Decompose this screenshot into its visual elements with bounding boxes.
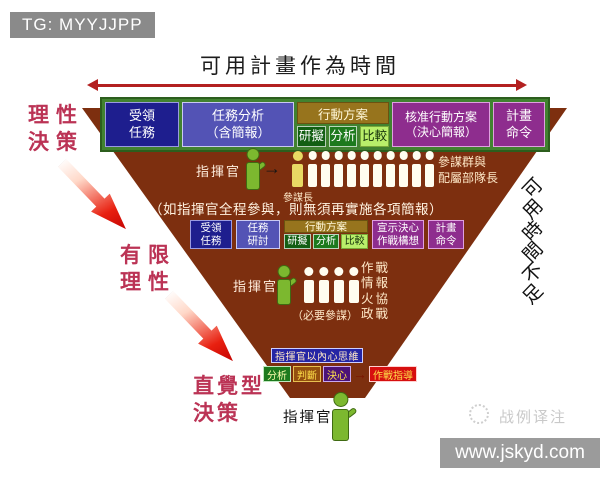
staff-figure bbox=[318, 267, 330, 303]
arrow-right-icon: → bbox=[353, 366, 367, 382]
box-inner-thinking: 指揮官以內心思維 bbox=[271, 348, 363, 363]
process-row-constrained: 受領 任務 任務 研討 行動方案 研擬 分析 比較 宣示決心 作戰構想 計畫 命… bbox=[190, 220, 464, 249]
tg-watermark: TG: MYYJJPP bbox=[10, 12, 155, 38]
staff-types-label: 作戰 情報 火協 政戰 bbox=[361, 261, 391, 321]
box-declare-decision: 宣示決心 作戰構想 bbox=[372, 220, 424, 249]
staff-figure bbox=[411, 151, 422, 187]
label-rational-decision: 理性 決策 bbox=[28, 103, 84, 155]
site-url-watermark: www.jskyd.com bbox=[440, 438, 600, 468]
gradient-arrow-icon bbox=[53, 154, 136, 238]
box-mission-analysis: 任務分析 （含簡報） bbox=[182, 102, 294, 147]
staff-figure bbox=[307, 151, 318, 187]
label-bounded-rationality: 有限 理性 bbox=[120, 243, 176, 295]
commander-label-1: 指揮官 bbox=[196, 164, 242, 179]
box-receive-mission: 受領 任務 bbox=[105, 102, 179, 147]
essential-staff-row bbox=[303, 267, 360, 303]
box-approve-coa: 核准行動方案 （決心簡報） bbox=[392, 102, 490, 147]
box-plan-order-2: 計畫 命令 bbox=[428, 220, 464, 249]
double-arrow-icon bbox=[87, 79, 527, 91]
diagram-title: 可用計畫作為時間 bbox=[200, 54, 400, 78]
staff-figure bbox=[333, 151, 344, 187]
commander-icon-3 bbox=[332, 393, 356, 440]
box-coa-develop-2: 研擬 bbox=[284, 234, 311, 249]
box-coa-analyze-2: 分析 bbox=[312, 234, 340, 249]
watermark-text: 战例译注 bbox=[499, 409, 568, 426]
staff-figure bbox=[346, 151, 357, 187]
staff-figure bbox=[333, 267, 345, 303]
watermark-logo-icon bbox=[469, 404, 489, 424]
staff-figure bbox=[359, 151, 370, 187]
staff-figure bbox=[398, 151, 409, 187]
essential-staff-label: （必要參謀） bbox=[292, 310, 358, 322]
box-plan-order: 計畫 命令 bbox=[493, 102, 545, 147]
box-combat-guidance: 作戰指導 bbox=[369, 366, 417, 382]
process-row-full: 受領 任務 任務分析 （含簡報） 行動方案 研擬 分析 比較 核准行動方案 （決… bbox=[100, 97, 550, 152]
staff-figures-row bbox=[307, 151, 435, 187]
commander-label-2: 指揮官 bbox=[233, 279, 279, 294]
chief-of-staff-icon bbox=[291, 151, 304, 187]
coa-header-2: 行動方案 bbox=[284, 220, 368, 233]
box-coa-develop: 研擬 bbox=[297, 126, 326, 147]
note-text: （如指揮官全程參與，則無須再實施各項簡報） bbox=[149, 202, 443, 217]
staff-figure bbox=[385, 151, 396, 187]
staff-figure bbox=[348, 267, 360, 303]
staff-group-label: 參謀群與 配屬部隊長 bbox=[438, 155, 499, 186]
coa-header: 行動方案 bbox=[297, 102, 389, 124]
box-decision: 決心 bbox=[323, 366, 351, 382]
arrow-right-icon: → bbox=[263, 158, 281, 178]
commander-icon-2 bbox=[277, 266, 297, 304]
box-coa-compare-2: 比較 bbox=[341, 234, 369, 249]
box-coa-analyze: 分析 bbox=[328, 126, 358, 147]
coa-group: 行動方案 研擬 分析 比較 bbox=[297, 102, 390, 147]
commander-label-3: 指揮官 bbox=[283, 410, 333, 426]
box-judge: 判斷 bbox=[293, 366, 321, 382]
chief-of-staff-label: 參謀長 bbox=[283, 193, 313, 204]
box-mission-study: 任務 研討 bbox=[236, 220, 280, 249]
coa-group-2: 行動方案 研擬 分析 比較 bbox=[284, 220, 369, 249]
staff-figure bbox=[424, 151, 435, 187]
commander-icon-1 bbox=[246, 149, 266, 189]
box-analyze: 分析 bbox=[263, 366, 291, 382]
staff-figure bbox=[372, 151, 383, 187]
box-receive-mission-2: 受領 任務 bbox=[190, 220, 232, 249]
staff-figure bbox=[303, 267, 315, 303]
box-coa-compare: 比較 bbox=[360, 126, 390, 147]
staff-figure bbox=[320, 151, 331, 187]
intuitive-steps-row: 分析 判斷 決心 → 作戰指導 bbox=[263, 366, 417, 382]
label-insufficient-time: 可用時間不足 bbox=[519, 174, 548, 310]
label-intuitive-decision: 直覺型 決策 bbox=[193, 374, 265, 426]
